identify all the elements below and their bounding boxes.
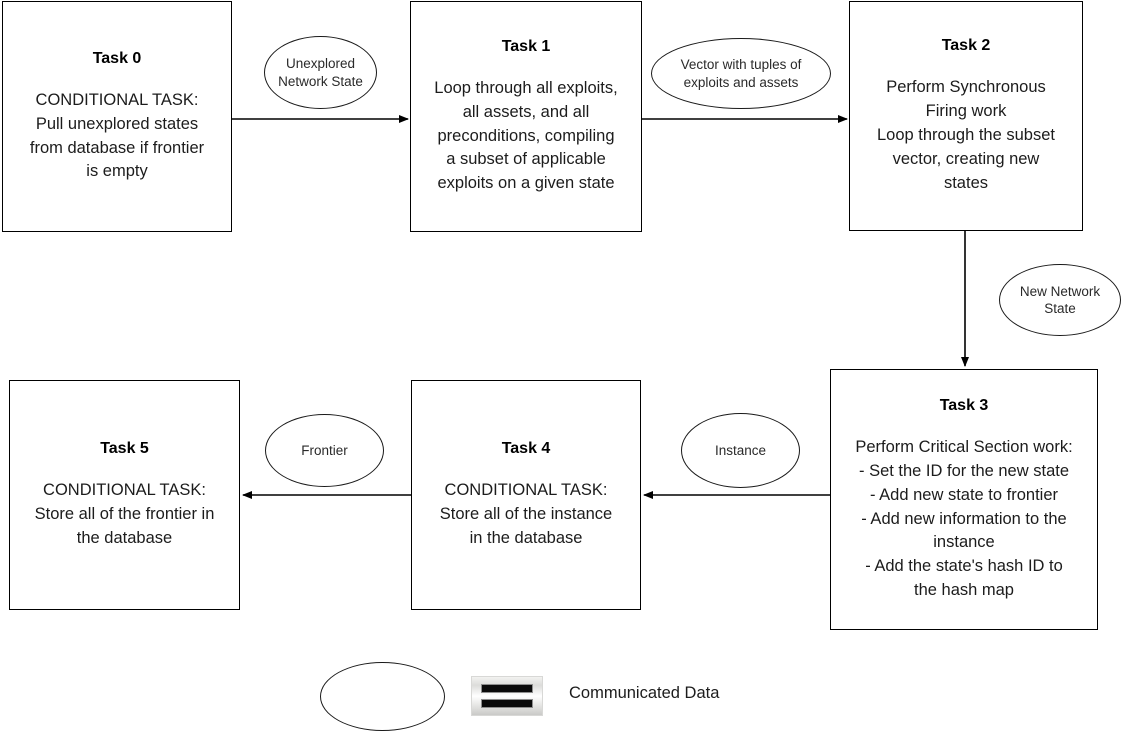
data-ellipse-instance[interactable]: Instance: [681, 413, 800, 488]
task-body: Perform Critical Section work: - Set the…: [855, 437, 1073, 600]
data-ellipse-vector-with-tuples[interactable]: Vector with tuples of exploits and asset…: [651, 38, 831, 109]
data-ellipse-label: New Network State: [1019, 283, 1101, 316]
task-box-task-4[interactable]: Task 4 CONDITIONAL TASK: Store all of th…: [411, 380, 641, 610]
data-ellipse-label: Unexplored Network State: [278, 56, 363, 89]
equals-bar-top: [481, 684, 533, 693]
equals-bar-bottom: [481, 699, 533, 708]
equals-sign-icon: [471, 676, 543, 716]
task-body: CONDITIONAL TASK: Pull unexplored states…: [29, 90, 205, 181]
data-ellipse-frontier[interactable]: Frontier: [265, 414, 384, 487]
task-box-task-5[interactable]: Task 5 CONDITIONAL TASK: Store all of th…: [9, 380, 240, 610]
task-title: Task 3: [939, 396, 989, 414]
legend-empty-ellipse: [320, 662, 445, 731]
task-title: Task 1: [501, 37, 551, 55]
legend-label: Communicated Data: [569, 684, 720, 702]
task-body: Perform Synchronous Firing work Loop thr…: [877, 78, 1055, 192]
task-title: Task 5: [100, 440, 149, 458]
task-body: CONDITIONAL TASK: Store all of the insta…: [439, 481, 613, 547]
task-box-task-2[interactable]: Task 2 Perform Synchronous Firing work L…: [849, 1, 1083, 231]
data-ellipse-label: Frontier: [301, 442, 348, 458]
task-box-task-0[interactable]: Task 0 CONDITIONAL TASK: Pull unexplored…: [2, 1, 232, 232]
task-title: Task 2: [941, 37, 991, 55]
task-title: Task 4: [501, 440, 551, 458]
data-ellipse-label: Instance: [714, 442, 767, 458]
data-ellipse-unexplored-network-state[interactable]: Unexplored Network State: [264, 36, 377, 109]
task-box-task-1[interactable]: Task 1 Loop through all exploits, all as…: [410, 1, 642, 232]
task-title: Task 0: [92, 49, 142, 67]
task-body: Loop through all exploits, all assets, a…: [434, 78, 618, 193]
task-body: CONDITIONAL TASK: Store all of the front…: [34, 481, 215, 547]
data-ellipse-new-network-state[interactable]: New Network State: [999, 264, 1121, 336]
task-box-task-3[interactable]: Task 3 Perform Critical Section work: - …: [830, 369, 1098, 630]
data-ellipse-label: Vector with tuples of exploits and asset…: [680, 57, 802, 90]
